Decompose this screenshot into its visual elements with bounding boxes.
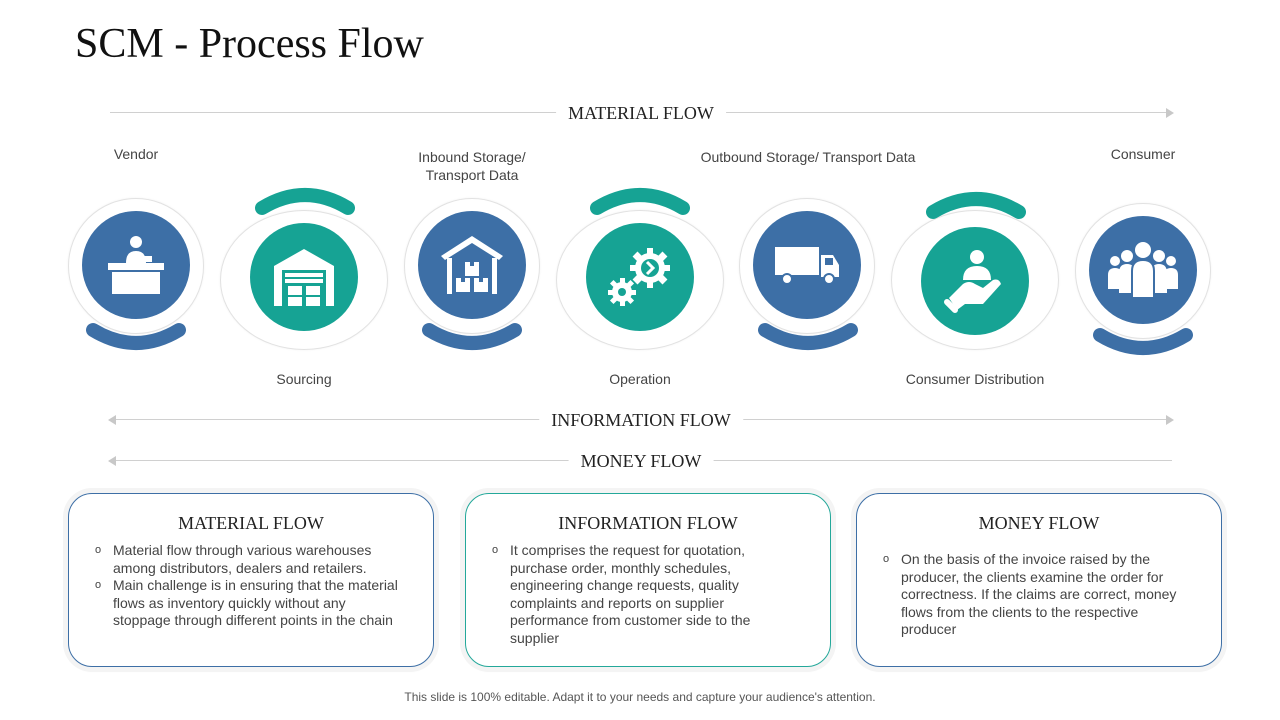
page-title: SCM - Process Flow [75, 21, 424, 67]
gears-icon [586, 223, 694, 331]
arc-top [926, 192, 1026, 219]
money-flow-label: MONEY FLOW [568, 451, 714, 471]
node-label-outbound: Outbound Storage/ Transport Data [700, 149, 916, 165]
arc-top [590, 188, 690, 215]
people-group-icon [1089, 216, 1197, 324]
arc-bottom [758, 323, 858, 350]
bullet-list: It comprises the request for quotation, … [492, 542, 802, 648]
inbound-storage-icon [418, 211, 526, 319]
truck-icon [753, 211, 861, 319]
arc-top [255, 188, 355, 215]
bullet-list: On the basis of the invoice raised by th… [883, 551, 1193, 639]
node-label-sourcing: Sourcing [276, 371, 332, 387]
information-flow-card: INFORMATION FLOW It comprises the reques… [465, 493, 831, 667]
money-flow-line: MONEY FLOW [108, 451, 1172, 471]
bullet-item: On the basis of the invoice raised by th… [883, 551, 1193, 639]
card-title: MONEY FLOW [978, 513, 1100, 533]
vendor-desk-icon [82, 211, 190, 319]
information-flow-label: INFORMATION FLOW [539, 410, 743, 430]
material-flow-card: MATERIAL FLOW Material flow through vari… [68, 493, 434, 667]
hand-person-icon [921, 227, 1029, 335]
arc-bottom [1093, 328, 1193, 355]
node-label-consumer-distribution: Consumer Distribution [905, 371, 1045, 387]
bullet-item: Material flow through various warehouses… [95, 542, 405, 577]
information-flow-line: INFORMATION FLOW [108, 410, 1174, 430]
bullet-item: It comprises the request for quotation, … [492, 542, 802, 648]
footer-note: This slide is 100% editable. Adapt it to… [404, 690, 876, 704]
card-title: INFORMATION FLOW [558, 513, 738, 533]
material-flow-line: MATERIAL FLOW [110, 103, 1174, 123]
bullet-list: Material flow through various warehouses… [95, 542, 405, 630]
arc-bottom [422, 323, 522, 350]
node-label-vendor: Vendor [113, 146, 159, 162]
bullet-item: Main challenge is in ensuring that the m… [95, 577, 405, 630]
node-label-operation: Operation [609, 371, 671, 387]
card-title: MATERIAL FLOW [178, 513, 324, 533]
arrow-left-icon [108, 415, 116, 425]
node-label-inbound: Inbound Storage/ Transport Data [418, 149, 526, 183]
node-label-consumer: Consumer [1110, 146, 1176, 162]
money-flow-card: MONEY FLOW On the basis of the invoice r… [856, 493, 1222, 667]
material-flow-label: MATERIAL FLOW [556, 103, 726, 123]
arrow-left-icon [108, 456, 116, 466]
arrow-right-icon [1166, 108, 1174, 118]
warehouse-icon [250, 223, 358, 331]
arc-bottom [86, 323, 186, 350]
arrow-right-icon [1166, 415, 1174, 425]
